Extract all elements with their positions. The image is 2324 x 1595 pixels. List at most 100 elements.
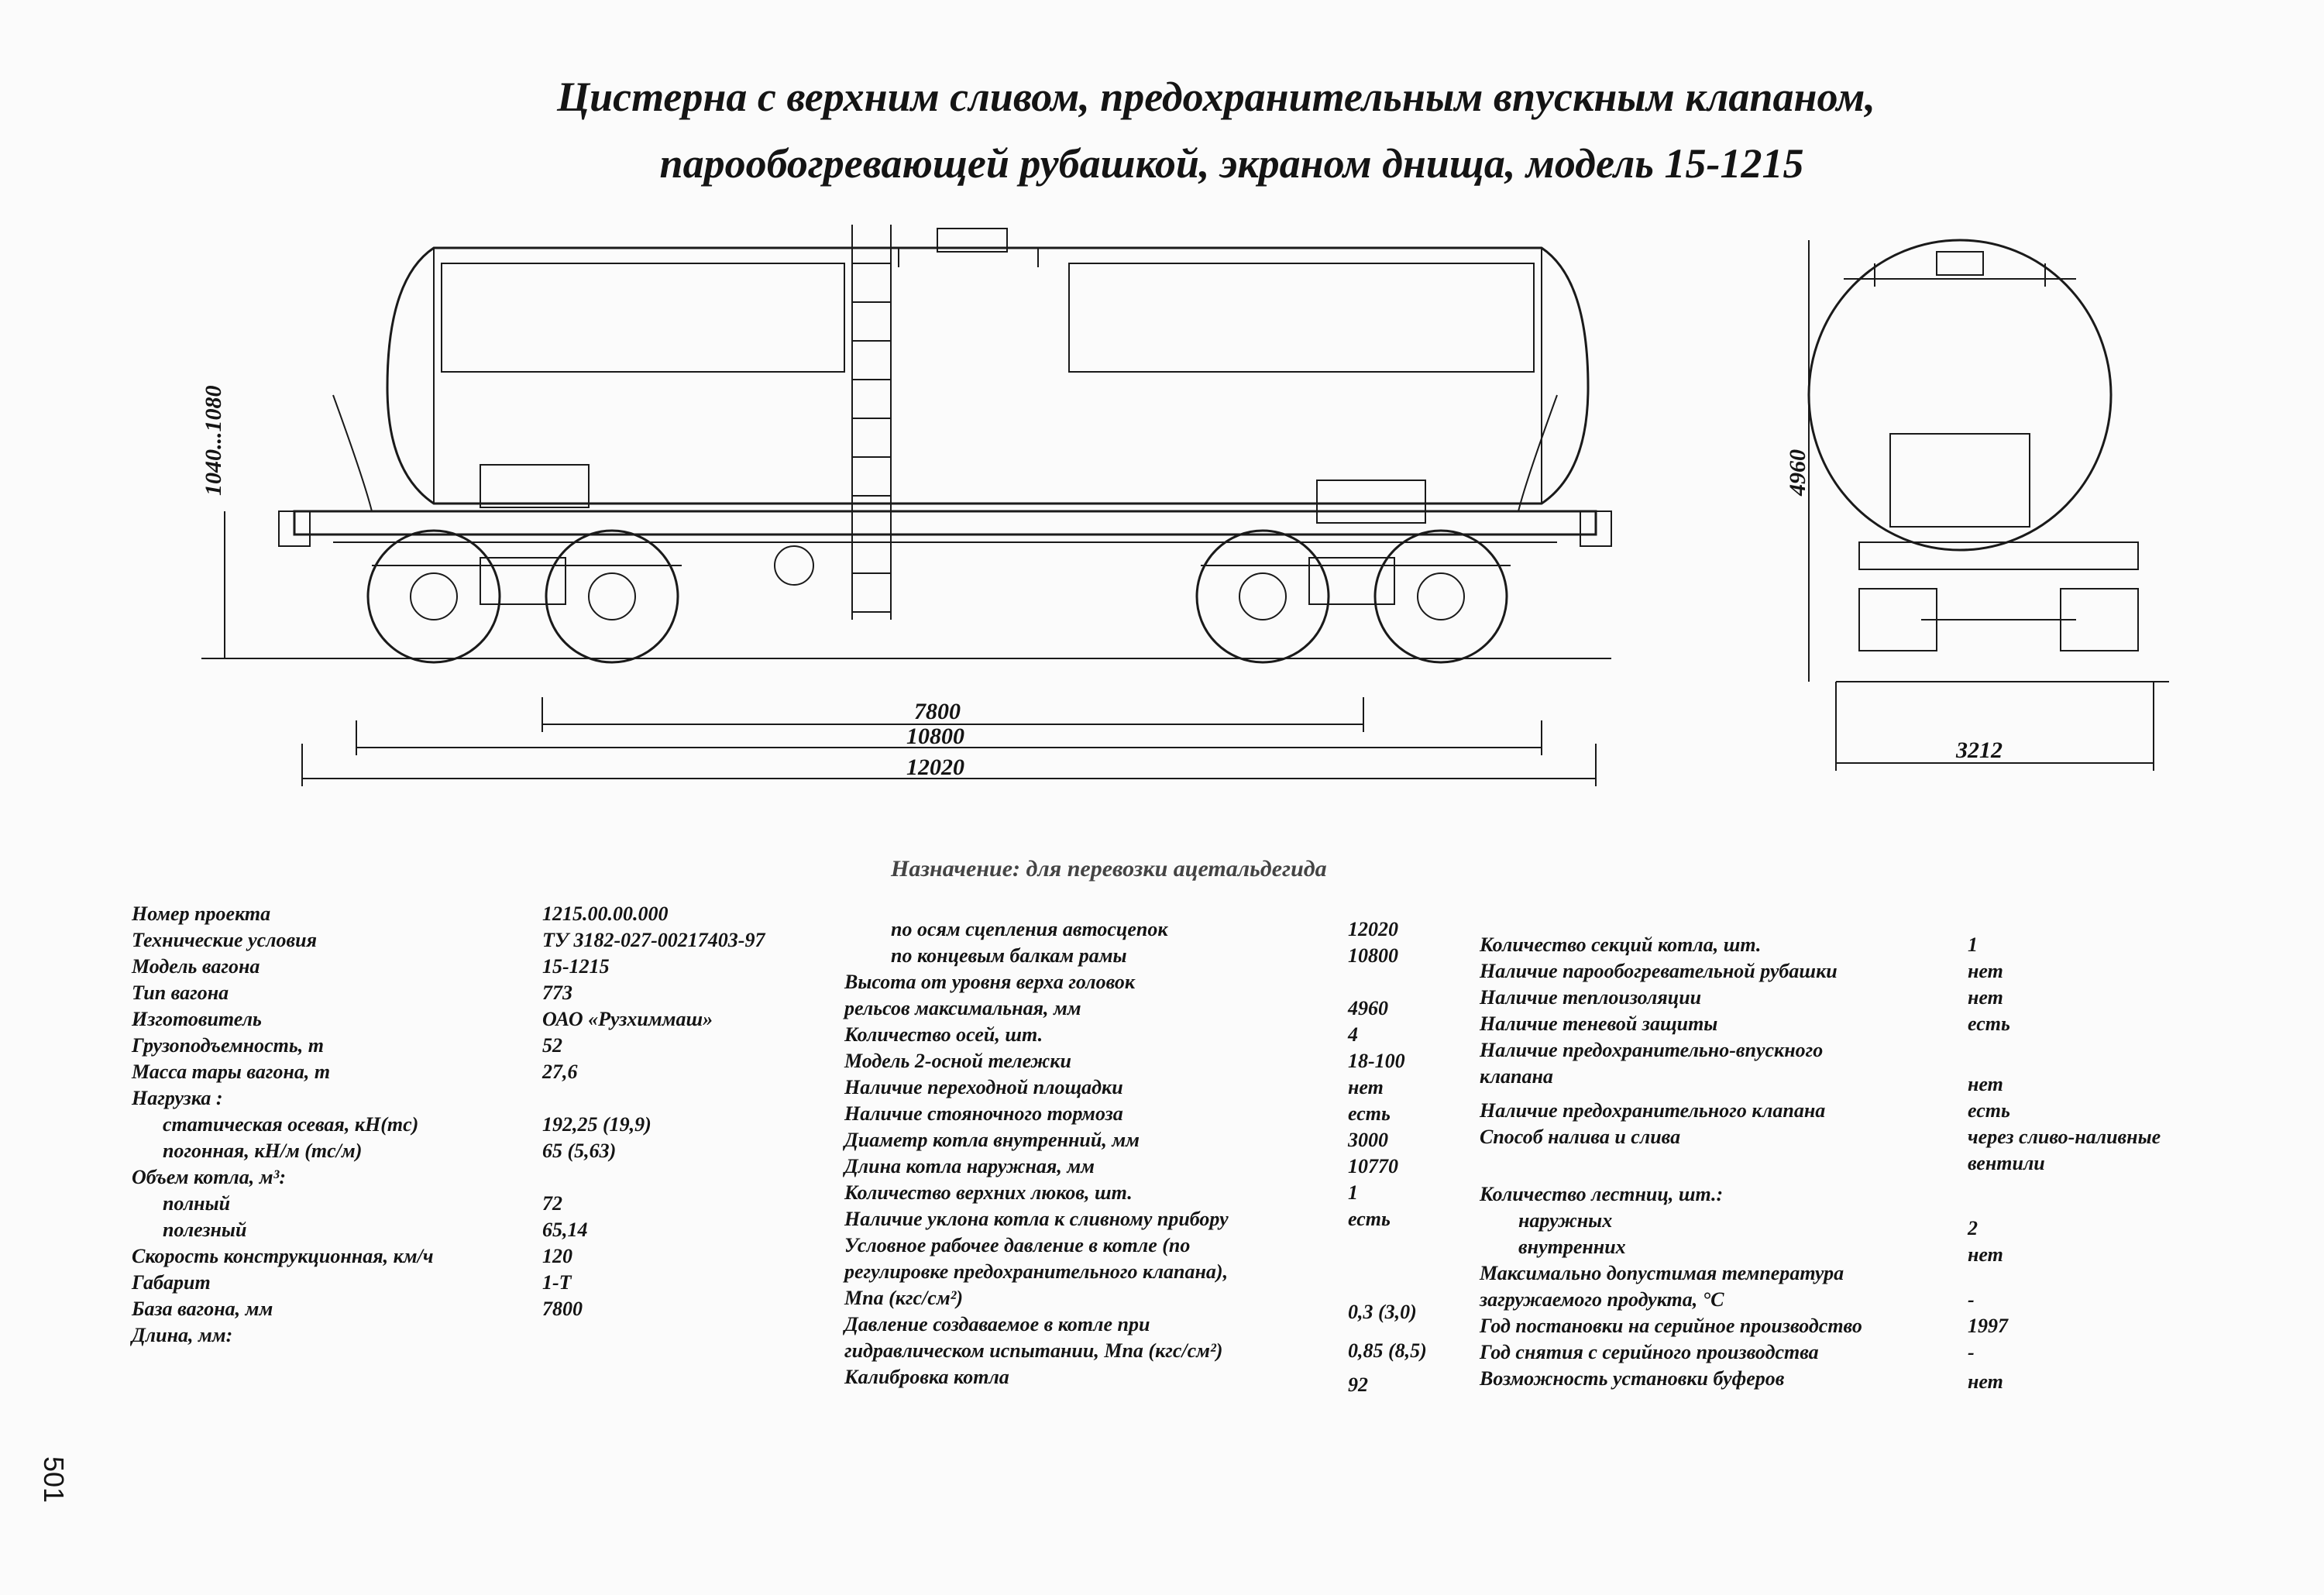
spec-label: погонная, кН/м (тс/м) — [163, 1140, 363, 1162]
spec-label: Наличие переходной площадки — [844, 1076, 1123, 1098]
spec-value: 1997 — [1968, 1315, 2008, 1337]
spec-label: Габарит — [132, 1271, 211, 1294]
spec-label: Максимально допустимая температура — [1480, 1262, 1844, 1284]
spec-label: Год снятия с серийного производства — [1480, 1341, 1819, 1363]
spec-label: Грузоподъемность, т — [132, 1034, 325, 1057]
spec-label: Скорость конструкционная, км/ч — [132, 1245, 434, 1267]
spec-label: Номер проекта — [132, 902, 271, 925]
spec-label: Наличие теневой защиты — [1480, 1012, 1718, 1035]
spec-value: 1215.00.00.000 — [542, 902, 669, 925]
spec-label: Масса тары вагона, т — [132, 1060, 331, 1083]
spec-label: регулировке предохранительного клапана), — [844, 1260, 1229, 1283]
spec-label: Наличие стояночного тормоза — [844, 1102, 1123, 1125]
spec-label: по концевым балкам рамы — [891, 944, 1127, 967]
spec-value: 1-Т — [542, 1271, 572, 1294]
spec-label: Количество лестниц, шт.: — [1480, 1183, 1724, 1205]
spec-label: Модель вагона — [132, 955, 260, 978]
spec-value: 7800 — [542, 1298, 583, 1320]
spec-label: Объем котла, м³: — [132, 1166, 287, 1188]
dim-width-end: 3212 — [1955, 737, 2003, 763]
spec-value: нет — [1968, 1073, 2003, 1095]
dim-height-end: 4960 — [1785, 449, 1810, 497]
spec-label: Количество осей, шт. — [844, 1023, 1043, 1046]
spec-label: клапана — [1480, 1065, 1553, 1088]
spec-value: 72 — [542, 1192, 562, 1215]
spec-label: Наличие парообогревательной рубашки — [1480, 960, 1838, 982]
spec-value: есть — [1348, 1208, 1391, 1230]
spec-label: по осям сцепления автосцепок — [891, 918, 1168, 940]
spec-value: вентили — [1968, 1152, 2045, 1174]
underframe — [293, 510, 1597, 536]
spec-label: Наличие уклона котла к сливному прибору — [844, 1208, 1229, 1230]
spec-value: - — [1968, 1288, 1975, 1311]
spec-label: Количество секций котла, шт. — [1480, 933, 1762, 956]
spec-value: 120 — [542, 1245, 572, 1267]
spec-label: статическая осевая, кН(тс) — [163, 1113, 419, 1136]
spec-value: 10770 — [1348, 1155, 1398, 1177]
spec-label: полезный — [163, 1219, 247, 1241]
spec-label: Способ налива и слива — [1480, 1126, 1681, 1148]
spec-label: загружаемого продукта, °С — [1480, 1288, 1724, 1311]
title-line-1: Цистерна с верхним сливом, предохранител… — [557, 74, 1875, 120]
spec-value: 18-100 — [1348, 1050, 1405, 1072]
bogie-rear — [1195, 529, 1511, 664]
page-number: 501 — [38, 1456, 70, 1504]
spec-label: Калибровка котла — [844, 1366, 1009, 1388]
spec-label: рельсов максимальная, мм — [844, 997, 1081, 1019]
spec-value: - — [1968, 1341, 1975, 1363]
spec-label: Наличие предохранительно-впускного — [1480, 1039, 1824, 1061]
dimension-lines — [224, 511, 1597, 786]
spec-value: 27,6 — [542, 1060, 578, 1083]
spec-value: 2 — [1968, 1217, 1978, 1239]
spec-value: 12020 — [1348, 918, 1398, 940]
spec-label: Длина, мм: — [132, 1324, 233, 1346]
spec-value: есть — [1968, 1012, 2010, 1035]
spec-label: Количество верхних люков, шт. — [844, 1181, 1133, 1204]
spec-value: 773 — [542, 981, 572, 1004]
spec-value: 65,14 — [542, 1219, 588, 1241]
spec-value: 0,85 (8,5) — [1348, 1339, 1427, 1362]
purpose-line: Назначение: для перевозки ацетальдегида — [891, 856, 1327, 882]
spec-label: Модель 2-осной тележки — [844, 1050, 1071, 1072]
ladder — [851, 225, 892, 620]
spec-value: 10800 — [1348, 944, 1398, 967]
end-view: 4960 3212 — [1785, 239, 2169, 771]
spec-label: внутренних — [1518, 1236, 1626, 1258]
spec-value: нет — [1968, 960, 2003, 982]
dim-base: 7800 — [914, 699, 961, 724]
spec-label: Наличие предохранительного клапана — [1480, 1099, 1826, 1122]
spec-value: 52 — [542, 1034, 562, 1057]
bogie-front — [366, 529, 682, 664]
spec-label: Условное рабочее давление в котле (по — [844, 1234, 1191, 1256]
dim-total: 12020 — [906, 755, 964, 780]
spec-label: Год постановки на серийное производство — [1480, 1315, 1862, 1337]
spec-value: ТУ 3182-027-00217403-97 — [542, 929, 765, 951]
spec-label: База вагона, мм — [132, 1298, 273, 1320]
spec-value: 1 — [1348, 1181, 1358, 1204]
spec-label: Изготовитель — [132, 1008, 262, 1030]
spec-value: 4 — [1348, 1023, 1358, 1046]
spec-value: 92 — [1348, 1373, 1368, 1396]
tank-end — [1807, 239, 2113, 552]
spec-value: есть — [1348, 1102, 1391, 1125]
dim-frame: 10800 — [906, 724, 964, 749]
spec-value: 4960 — [1348, 997, 1388, 1019]
spec-value: 3000 — [1348, 1129, 1388, 1151]
spec-label: Диаметр котла внутренний, мм — [844, 1129, 1140, 1151]
spec-value: нет — [1968, 1243, 2003, 1266]
spec-label: Тип вагона — [132, 981, 229, 1004]
spec-value: 65 (5,63) — [542, 1140, 617, 1162]
spec-label: Возможность установки буферов — [1480, 1367, 1785, 1390]
spec-label: Технические условия — [132, 929, 317, 951]
spec-label: Нагрузка : — [132, 1087, 223, 1109]
spec-value: 1 — [1968, 933, 1978, 956]
spec-label: наружных — [1518, 1209, 1613, 1232]
spec-label: Мпа (кгс/см²) — [844, 1287, 964, 1309]
title-line-2: парообогревающей рубашкой, экраном днища… — [659, 140, 1804, 187]
spec-label: Давление создаваемое в котле при — [844, 1313, 1150, 1335]
spec-value: нет — [1968, 1370, 2003, 1393]
spec-value: 192,25 (19,9) — [542, 1113, 651, 1136]
dim-height-side: 1040...1080 — [201, 386, 226, 497]
spec-label: Длина котла наружная, мм — [844, 1155, 1095, 1177]
